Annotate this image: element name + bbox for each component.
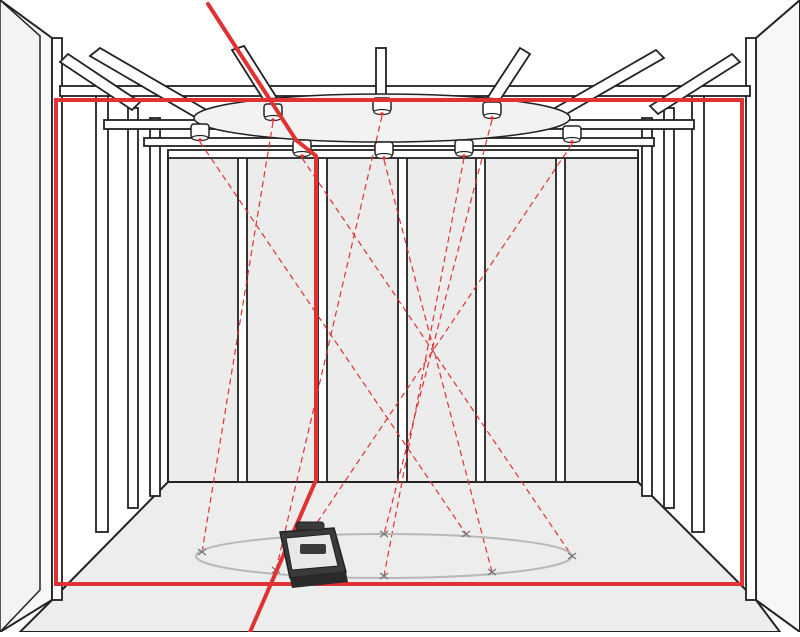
- plumb-line: [383, 157, 465, 577]
- floor-cross-mark: [197, 548, 207, 556]
- floor-cross-mark: [461, 530, 471, 538]
- plumb-line: [275, 115, 383, 571]
- laser-level-device: [279, 521, 348, 588]
- plumb-line: [199, 141, 467, 535]
- plumb-line: [383, 159, 493, 573]
- ceiling-fixture: [482, 101, 502, 120]
- left-wall: [0, 0, 53, 634]
- laser-horizontal-loop: [54, 98, 744, 586]
- floor-cross-mark: [379, 530, 389, 538]
- ceiling-fixtures: [190, 97, 582, 160]
- floor-cross-mark: [487, 568, 497, 576]
- plumb-line: [383, 119, 493, 535]
- floor-cross-mark: [567, 552, 577, 560]
- ceiling-fixture: [562, 125, 582, 144]
- plumb-line: [201, 121, 274, 553]
- ceiling-fixture: [374, 141, 394, 160]
- plumb-line: [301, 157, 573, 557]
- ceiling-fixture: [190, 123, 210, 142]
- plumb-line: [299, 143, 573, 549]
- floor-cross-mark: [379, 572, 389, 580]
- right-wall: [755, 0, 800, 634]
- ceiling-fixture: [454, 139, 474, 158]
- plumb-lines: [199, 115, 573, 577]
